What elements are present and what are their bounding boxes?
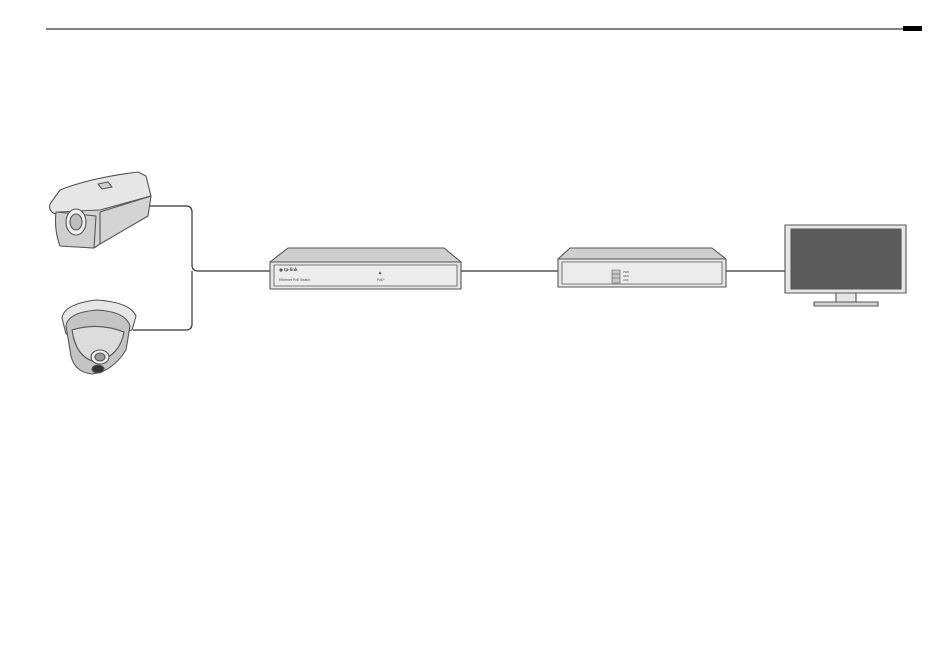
bullet-camera-icon <box>50 172 151 248</box>
dome-camera-icon <box>62 300 136 374</box>
switch-brand-label: tp-link <box>284 267 298 272</box>
nvr-led-label-3: LINK <box>623 278 629 282</box>
switch-poe-glyph: ✦ <box>378 271 382 277</box>
bullet-camera-cable <box>148 206 270 271</box>
dome-camera-cable <box>133 271 192 330</box>
nvr-led-label-1: PWR <box>623 270 629 274</box>
monitor-icon <box>785 225 906 306</box>
nvr-led-label-2: HDD <box>623 274 629 278</box>
tp-link-logo-icon <box>279 268 282 271</box>
nvr-icon <box>558 248 726 287</box>
page-tab-marker <box>903 26 922 31</box>
switch-poe-label: PoE+ <box>377 278 385 282</box>
nvr-led-stack <box>612 270 620 283</box>
switch-model-label: Ethernet PoE Switch <box>279 278 310 282</box>
poe-switch-icon <box>270 248 461 289</box>
